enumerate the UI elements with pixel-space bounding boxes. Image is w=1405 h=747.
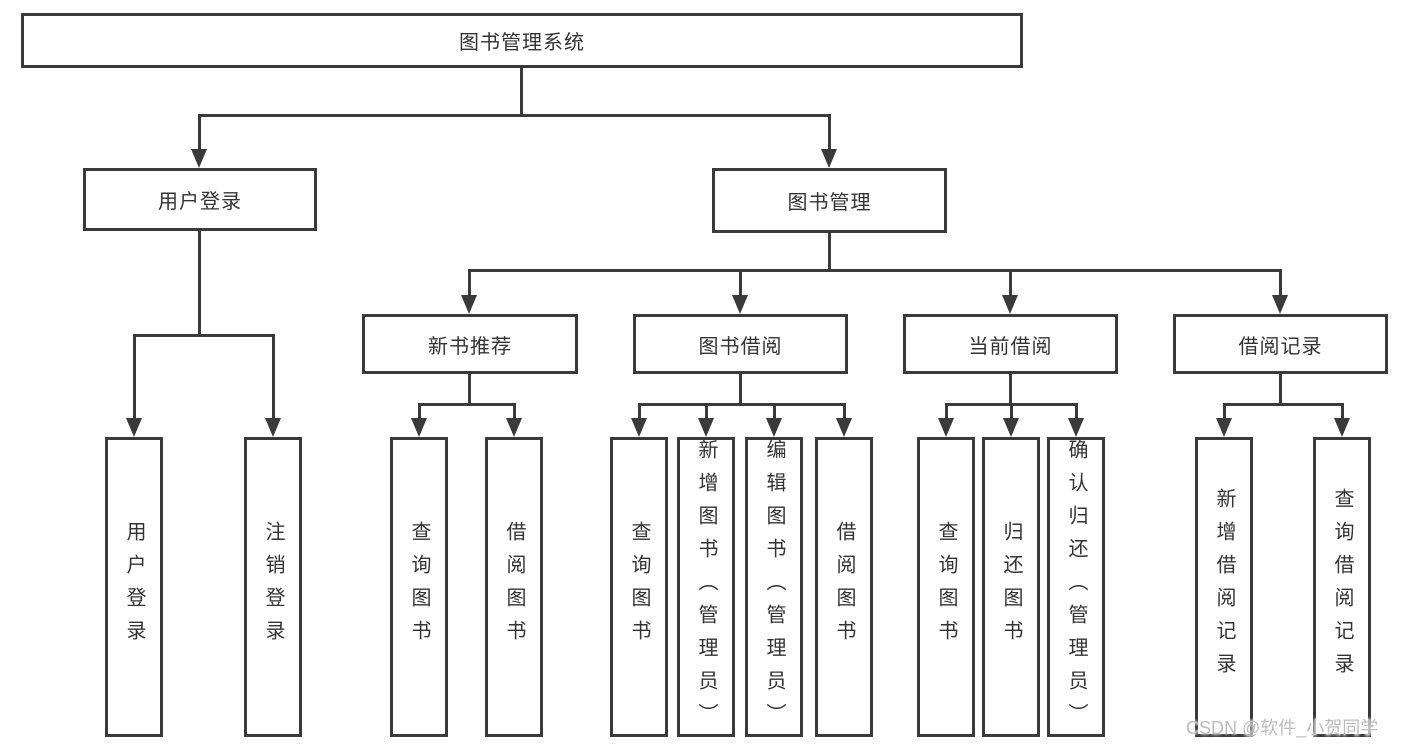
leaf-confirm-return-label: 确认归还（管理员） bbox=[1065, 438, 1087, 736]
arrowhead bbox=[766, 418, 782, 437]
arrowhead bbox=[698, 418, 714, 437]
leaf-query-book-1: 查询图书 bbox=[390, 437, 448, 737]
connector-level1-bar bbox=[198, 114, 830, 117]
arrowhead bbox=[1334, 418, 1350, 437]
connector-drop-new-book bbox=[468, 269, 471, 296]
connector-drop-leaf bbox=[418, 403, 421, 419]
node-book-borrow-label: 图书借阅 bbox=[698, 335, 783, 358]
connector-drop-leaf bbox=[1341, 403, 1344, 419]
node-borrow-records: 借阅记录 bbox=[1173, 314, 1388, 374]
connector-drop-leaf bbox=[1223, 403, 1226, 419]
node-user-login-label: 用户登录 bbox=[158, 191, 242, 213]
leaf-query-book-2-label: 查询图书 bbox=[628, 521, 650, 653]
connector-user-login-trunk bbox=[198, 231, 201, 334]
connector-drop-leaf bbox=[945, 403, 948, 419]
leaf-add-book-label: 新增图书（管理员） bbox=[695, 438, 717, 736]
node-current-borrow: 当前借阅 bbox=[903, 314, 1118, 374]
leaf-edit-book-label: 编辑图书（管理员） bbox=[763, 438, 785, 736]
arrowhead bbox=[411, 418, 427, 437]
arrowhead bbox=[1003, 418, 1019, 437]
connector-drop-leaf bbox=[843, 403, 846, 419]
watermark: CSDN @软件_小贺同学 bbox=[1186, 718, 1379, 738]
node-current-borrow-label: 当前借阅 bbox=[968, 335, 1053, 358]
connector-group-trunk bbox=[468, 374, 471, 406]
connector-group-bar bbox=[1223, 403, 1344, 406]
leaf-logout-label: 注销登录 bbox=[262, 521, 284, 653]
arrowhead bbox=[191, 149, 207, 168]
connector-group-bar bbox=[418, 403, 516, 406]
connector-drop-current bbox=[1009, 269, 1012, 296]
connector-root-trunk bbox=[520, 68, 523, 116]
connector-drop-leaf bbox=[773, 403, 776, 419]
arrowhead bbox=[506, 418, 522, 437]
leaf-logout: 注销登录 bbox=[244, 437, 302, 737]
leaf-add-borrow-record: 新增借阅记录 bbox=[1195, 437, 1253, 737]
arrowhead bbox=[732, 295, 748, 314]
arrowhead bbox=[631, 418, 647, 437]
node-root-label: 图书管理系统 bbox=[459, 32, 585, 54]
leaf-return-book: 归还图书 bbox=[982, 437, 1040, 737]
node-borrow-records-label: 借阅记录 bbox=[1238, 335, 1323, 358]
connector-drop-book-mgmt bbox=[828, 114, 831, 150]
leaf-user-login-label: 用户登录 bbox=[123, 521, 145, 653]
connector-drop-leaf bbox=[133, 334, 136, 419]
leaf-borrow-book-2: 借阅图书 bbox=[815, 437, 873, 737]
connector-group-trunk bbox=[739, 374, 742, 406]
connector-level3-bar bbox=[469, 269, 1282, 272]
connector-drop-borrow bbox=[739, 269, 742, 296]
connector-drop-leaf bbox=[1010, 403, 1013, 419]
leaf-borrow-book-1: 借阅图书 bbox=[485, 437, 543, 737]
node-book-borrow: 图书借阅 bbox=[633, 314, 848, 374]
arrowhead bbox=[821, 149, 837, 168]
arrowhead bbox=[1272, 295, 1288, 314]
leaf-query-borrow-record-label: 查询借阅记录 bbox=[1331, 488, 1353, 686]
connector-book-mgmt-trunk bbox=[828, 233, 831, 272]
leaf-query-borrow-record: 查询借阅记录 bbox=[1313, 437, 1371, 737]
leaf-query-book-2: 查询图书 bbox=[610, 437, 668, 737]
arrowhead bbox=[836, 418, 852, 437]
leaf-return-book-label: 归还图书 bbox=[1000, 521, 1022, 653]
arrowhead bbox=[1216, 418, 1232, 437]
node-user-login: 用户登录 bbox=[83, 168, 317, 231]
leaf-user-login: 用户登录 bbox=[105, 437, 163, 737]
leaf-borrow-book-2-label: 借阅图书 bbox=[833, 521, 855, 653]
leaf-confirm-return: 确认归还（管理员） bbox=[1047, 437, 1105, 737]
connector-drop-records bbox=[1279, 269, 1282, 296]
connector-group-trunk bbox=[1009, 374, 1012, 406]
leaf-add-borrow-record-label: 新增借阅记录 bbox=[1213, 488, 1235, 686]
leaf-edit-book: 编辑图书（管理员） bbox=[745, 437, 803, 737]
arrowhead bbox=[461, 295, 477, 314]
node-book-mgmt: 图书管理 bbox=[712, 168, 947, 233]
leaf-query-book-3-label: 查询图书 bbox=[935, 521, 957, 653]
node-root: 图书管理系统 bbox=[21, 13, 1023, 68]
connector-drop-leaf bbox=[638, 403, 641, 419]
node-new-book-rec-label: 新书推荐 bbox=[428, 335, 512, 358]
leaf-borrow-book-1-label: 借阅图书 bbox=[503, 521, 525, 653]
leaf-query-book-1-label: 查询图书 bbox=[408, 521, 430, 653]
arrowhead bbox=[1068, 418, 1084, 437]
connector-group-bar bbox=[638, 403, 846, 406]
leaf-add-book: 新增图书（管理员） bbox=[677, 437, 735, 737]
connector-drop-leaf bbox=[705, 403, 708, 419]
arrowhead bbox=[265, 418, 281, 437]
arrowhead bbox=[1002, 295, 1018, 314]
node-new-book-rec: 新书推荐 bbox=[362, 314, 578, 374]
arrowhead bbox=[126, 418, 142, 437]
node-book-mgmt-label: 图书管理 bbox=[787, 192, 872, 214]
arrowhead bbox=[938, 418, 954, 437]
connector-drop-leaf bbox=[513, 403, 516, 419]
connector-drop-leaf bbox=[272, 334, 275, 419]
connector-user-login-bar bbox=[133, 334, 274, 337]
connector-group-trunk bbox=[1279, 374, 1282, 406]
connector-drop-leaf bbox=[1075, 403, 1078, 419]
connector-drop-user-login bbox=[198, 114, 201, 150]
leaf-query-book-3: 查询图书 bbox=[917, 437, 975, 737]
